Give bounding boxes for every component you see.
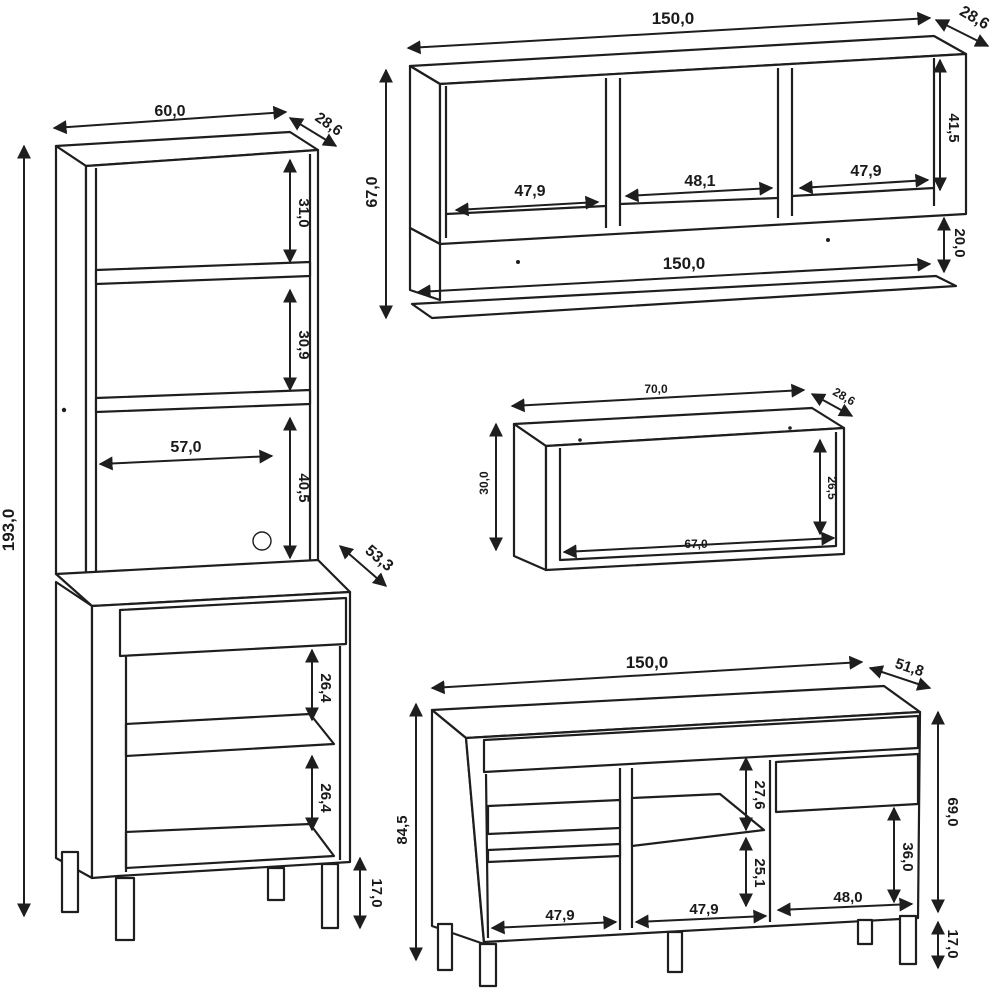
niche-height-label: 30,0 [477,471,491,495]
base-foot-label: 17,0 [944,929,961,958]
tall-shelf3-label: 40,5 [295,473,312,502]
base-cabinet: 150,0 51,8 84,5 69,0 27,6 25,1 36,0 47,9… [394,653,961,988]
tall-left-side [54,144,88,592]
tall-height-label: 193,0 [0,509,18,552]
base-left-shelf-2 [486,842,622,864]
tall-shelf-2 [94,388,312,414]
tall-foot-4 [320,862,340,930]
base-left-shelf-1 [486,798,622,836]
tall-lower2-label: 26,4 [317,783,334,813]
wall-bottom-shelf [410,274,958,320]
base-mid-shelf [630,792,766,848]
tall-foot-1 [60,850,80,914]
base-foot-1 [436,922,454,972]
base-inner-w1-label: 47,9 [545,907,574,924]
base-height-body-label: 69,0 [944,797,961,826]
niche-inner-width-label: 67,0 [684,537,708,551]
tall-lower-left-side [54,580,94,880]
base-left-shelf1-label: 27,6 [751,780,768,809]
base-top-drawer [482,714,920,774]
tall-upper-frame [84,148,320,592]
wall-height-label: 67,0 [364,176,381,207]
niche-width-label: 70,0 [644,382,668,396]
wall-front-frame [438,52,968,246]
base-foot-5 [898,914,918,966]
wall-width-label: 150,0 [652,9,695,28]
tall-shelf-1 [94,260,312,286]
base-foot-2 [478,942,498,988]
tall-lower1-label: 26,4 [317,673,334,703]
base-right-inner-label: 36,0 [899,842,916,871]
wall-niche2-label: 48,1 [684,173,715,190]
wall-niche3-label: 47,9 [850,163,881,180]
wall-depth-label: 28,6 [957,3,993,33]
wall-left-side [408,64,442,246]
base-inner-w2-label: 47,9 [689,901,718,918]
tall-foot-label: 17,0 [368,878,385,907]
tall-foot-3 [266,866,286,902]
tall-inner-width-label: 57,0 [170,439,201,456]
base-foot-3 [666,930,684,974]
wall-niche-height-label: 41,5 [945,113,962,142]
tall-shelf1-label: 31,0 [295,198,312,227]
wall-niche1-label: 47,9 [514,183,545,200]
base-left-shelf2-label: 25,1 [751,858,768,887]
base-right-drawer [774,752,920,814]
tall-cabinet: 60,0 28,6 193,0 53,3 31,0 30,9 40,5 57,0… [0,103,396,942]
tall-drawer-front [118,596,348,658]
tall-foot-2 [114,876,136,942]
niche-cabinet: 70,0 28,6 30,0 26,5 67,0 [477,382,858,572]
base-width-label: 150,0 [626,653,669,672]
niche-left-side [512,422,548,572]
wall-rail-gap-label: 20,0 [951,228,968,257]
tall-hardware-icon [252,531,272,551]
tall-shelf2-label: 30,9 [295,330,312,359]
niche-inner-height-label: 26,5 [825,476,839,500]
base-height-total-label: 84,5 [394,815,411,844]
base-inner-w3-label: 48,0 [833,889,862,906]
wall-shelf-width-label: 150,0 [663,254,706,273]
base-foot-4 [856,918,874,946]
tall-width-label: 60,0 [154,103,185,120]
niche-depth-label: 28,6 [830,385,858,409]
wall-cabinet: 150,0 28,6 67,0 47,9 48,1 47,9 41,5 20,0… [364,3,993,320]
